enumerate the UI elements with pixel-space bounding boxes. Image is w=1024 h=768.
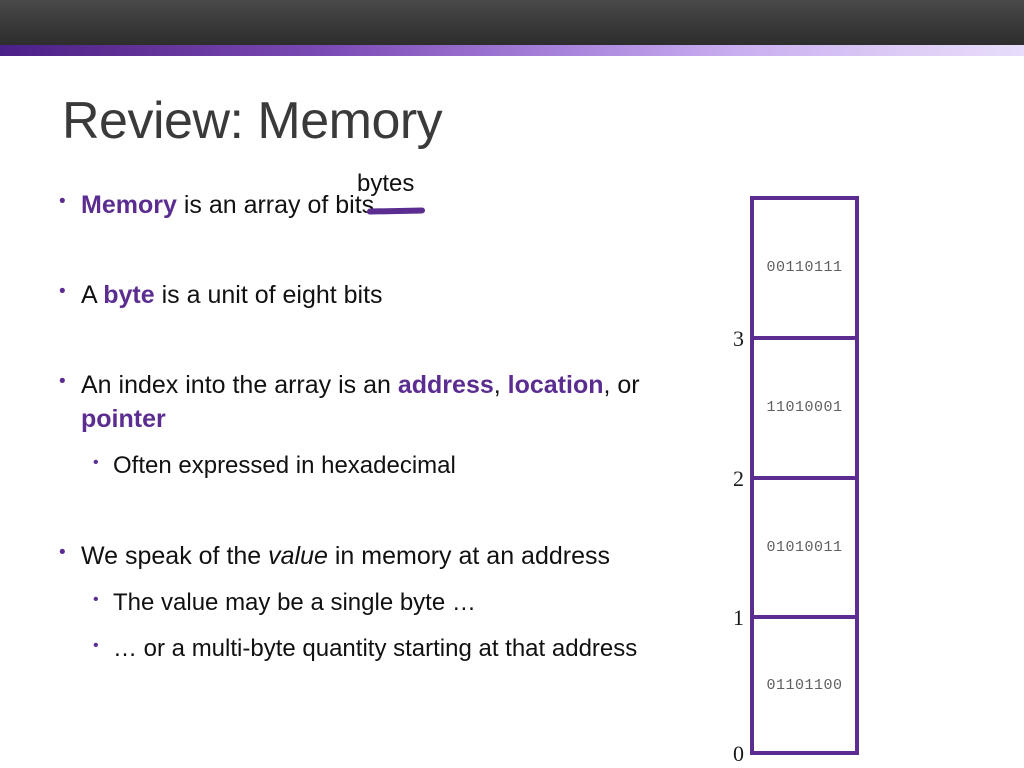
bullet-text-bits-struck: bits bbox=[335, 191, 375, 219]
bullet-byte-definition: A byte is a unit of eight bits bbox=[55, 277, 655, 312]
byte-prefix-text: A bbox=[81, 281, 104, 309]
value-prefix-text: We speak of the bbox=[81, 541, 269, 570]
page-title: Review: Memory bbox=[62, 92, 443, 150]
address-keyword: address bbox=[397, 371, 494, 399]
memory-cell: 11010001 2 bbox=[733, 335, 859, 489]
byte-suffix-text: is a unit of eight bits bbox=[154, 281, 383, 309]
memory-cell-address-label: 3 bbox=[733, 325, 744, 351]
memory-diagram: 00110111 3 11010001 2 01010011 1 0110110… bbox=[733, 196, 859, 765]
memory-cell-address-label: 0 bbox=[733, 741, 744, 766]
spacer bbox=[55, 222, 655, 278]
address-prefix-text: An index into the array is an bbox=[81, 371, 398, 399]
address-comma-1: , bbox=[493, 371, 508, 399]
memory-cell-address-label: 2 bbox=[733, 465, 744, 491]
bullet-single-byte-note: The value may be a single byte … bbox=[55, 586, 655, 620]
spacer bbox=[55, 312, 655, 368]
memory-cell: 01101100 0 bbox=[733, 615, 859, 765]
correction-annotation-bytes: bytes bbox=[357, 170, 415, 197]
spacer bbox=[55, 436, 655, 450]
byte-keyword: byte bbox=[103, 281, 155, 309]
address-comma-2: , or bbox=[603, 371, 640, 399]
location-keyword: location bbox=[507, 371, 604, 399]
bullet-hexadecimal-note: Often expressed in hexadecimal bbox=[55, 449, 655, 483]
strikethrough-mark-icon bbox=[366, 207, 426, 215]
memory-cell-value: 01010011 bbox=[766, 538, 843, 556]
spacer bbox=[55, 483, 655, 539]
spacer bbox=[55, 619, 655, 633]
memory-cell-value: 11010001 bbox=[766, 399, 843, 417]
hexadecimal-note-text: Often expressed in hexadecimal bbox=[113, 452, 456, 479]
single-byte-note-text: The value may be a single byte … bbox=[113, 588, 476, 616]
header-accent-gradient-band bbox=[0, 45, 1024, 56]
memory-cell-value: 00110111 bbox=[766, 259, 843, 277]
bullet-value-in-memory: We speak of the value in memory at an ad… bbox=[55, 538, 655, 573]
value-suffix-text: in memory at an address bbox=[327, 541, 610, 570]
header-dark-band bbox=[0, 0, 1024, 45]
spacer bbox=[55, 573, 655, 587]
bullet-text-memory-middle: is an array of bbox=[176, 191, 336, 219]
multi-byte-note-text: … or a multi-byte quantity starting at t… bbox=[113, 635, 638, 663]
value-italic-word: value bbox=[268, 541, 328, 570]
memory-cell-address-label: 1 bbox=[733, 605, 744, 631]
slide-body: Memory is an array of bits A byte is a u… bbox=[55, 187, 655, 666]
bullet-memory-array: Memory is an array of bits bbox=[55, 187, 655, 222]
memory-cell-value: 01101100 bbox=[766, 676, 843, 694]
bullet-multi-byte-note: … or a multi-byte quantity starting at t… bbox=[55, 632, 655, 666]
memory-cell: 01010011 1 bbox=[733, 475, 859, 629]
bullet-address-definition: An index into the array is an address, l… bbox=[55, 367, 655, 436]
pointer-keyword: pointer bbox=[81, 405, 166, 433]
bullet-text-memory-keyword: Memory bbox=[81, 191, 177, 219]
memory-cell: 00110111 3 bbox=[733, 196, 859, 349]
